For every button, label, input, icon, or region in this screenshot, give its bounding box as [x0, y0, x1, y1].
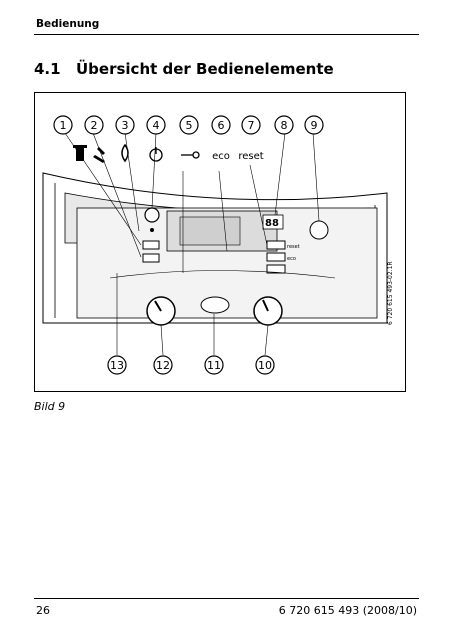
leader-lines — [64, 132, 320, 356]
chimney-sweep-icon — [73, 145, 87, 161]
section-heading: Übersicht der Bedienelemente — [76, 60, 334, 78]
callout-2-number: 2 — [91, 119, 98, 132]
wrench-icon — [93, 147, 105, 163]
callout-3 — [115, 115, 135, 135]
display-inner — [179, 216, 241, 246]
bottom-callouts: 13 12 11 10 — [107, 355, 275, 375]
section-title: 4.1 Übersicht der Bedienelemente — [34, 60, 334, 78]
callout-6-number: 6 — [218, 119, 225, 132]
callout-4 — [146, 115, 166, 135]
callout-6 — [211, 115, 231, 135]
callout-9-number: 9 — [311, 119, 318, 132]
callout-10 — [255, 355, 275, 375]
callout-13 — [107, 355, 127, 375]
callout-13-number: 13 — [110, 359, 124, 372]
boiler-figure: 88 reset eco — [34, 92, 406, 392]
document-number: 6 720 615 493 (2008/10) — [278, 604, 417, 617]
power-icon — [149, 147, 163, 162]
callout-5 — [179, 115, 199, 135]
callout-12 — [153, 355, 173, 375]
footer-rule — [34, 598, 419, 599]
hot-water-knob-pointer — [262, 299, 269, 312]
callout-4-number: 4 — [153, 119, 160, 132]
callout-1-number: 1 — [60, 119, 67, 132]
callout-8 — [274, 115, 294, 135]
callout-7-number: 7 — [248, 119, 255, 132]
boiler-control-panel-drawing: 88 reset eco — [42, 115, 394, 375]
eco-button[interactable] — [266, 252, 286, 262]
callout-1 — [53, 115, 73, 135]
top-callouts: 1 2 3 4 5 6 7 8 9 — [53, 115, 324, 135]
figure-caption: Bild 9 — [34, 400, 66, 413]
reset-button-label: reset — [287, 244, 300, 250]
burner-indicator — [309, 220, 329, 240]
running-header: Bedienung — [36, 18, 100, 30]
callout-2 — [84, 115, 104, 135]
knob-arc — [109, 270, 336, 279]
eco-button-label: eco — [287, 256, 296, 262]
callout-12-number: 12 — [156, 359, 170, 372]
key-button[interactable] — [266, 264, 286, 274]
housing-outline — [42, 172, 388, 324]
callout-10-number: 10 — [258, 359, 272, 372]
flame-icon — [121, 143, 129, 163]
eco-symbol-label: eco — [212, 151, 230, 162]
left-button-1[interactable] — [142, 240, 160, 250]
drawing-reference: 6 720 615 493-02.1R — [387, 261, 394, 325]
callout-11-number: 11 — [207, 359, 221, 372]
callout-8-number: 8 — [281, 119, 288, 132]
status-led — [150, 228, 154, 232]
heating-knob-pointer — [154, 300, 162, 312]
callout-3-number: 3 — [122, 119, 129, 132]
key-icon — [181, 151, 200, 159]
callout-7 — [241, 115, 261, 135]
section-number: 4.1 — [34, 60, 61, 78]
display-digits: 88 — [265, 218, 279, 229]
callout-11 — [204, 355, 224, 375]
header-rule — [34, 34, 419, 35]
digital-display — [262, 214, 284, 230]
chimney-sweep-button[interactable] — [144, 207, 160, 223]
left-button-2[interactable] — [142, 253, 160, 263]
callout-9 — [304, 115, 324, 135]
page-number: 26 — [36, 604, 50, 617]
reset-symbol-label: reset — [238, 151, 263, 162]
pressure-gauge — [200, 296, 230, 314]
reset-button[interactable] — [266, 240, 286, 250]
symbol-row: eco reset — [73, 143, 264, 163]
callout-5-number: 5 — [186, 119, 193, 132]
